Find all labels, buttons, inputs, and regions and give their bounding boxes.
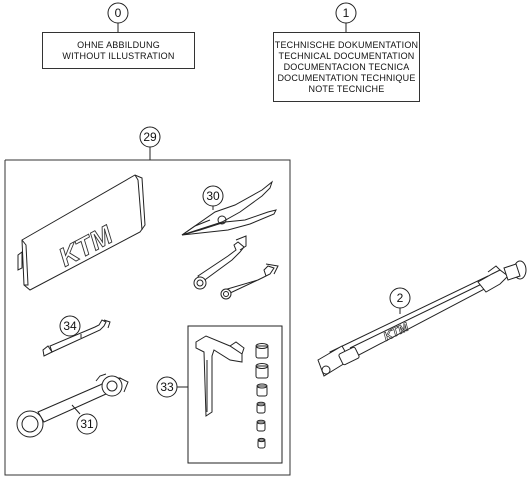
toolkit-frame bbox=[4, 147, 291, 476]
note-line: DOCUMENTATION TECHNIQUE bbox=[277, 72, 416, 83]
socket-4 bbox=[256, 401, 266, 414]
callout-30-number: 30 bbox=[206, 189, 220, 203]
callout-30[interactable]: 30 bbox=[202, 185, 224, 207]
callout-34-number: 34 bbox=[63, 319, 77, 333]
callout-0-number: 0 bbox=[115, 6, 122, 20]
note-box-technical-documentation: TECHNISCHE DOKUMENTATION TECHNICAL DOCUM… bbox=[273, 32, 420, 102]
callout-0[interactable]: 0 bbox=[107, 2, 129, 32]
tool-pouch: KTM bbox=[17, 174, 146, 291]
callout-2[interactable]: 2 bbox=[389, 287, 411, 309]
note-line: OHNE ABBILDUNG bbox=[77, 39, 160, 50]
socket-5 bbox=[256, 419, 266, 432]
t-handle-driver bbox=[195, 335, 245, 417]
note-line: TECHNISCHE DOKUMENTATION bbox=[274, 39, 419, 50]
suspension-pump: KTM bbox=[317, 260, 527, 377]
callout-31-number: 31 bbox=[80, 417, 94, 431]
combination-wrench-lower bbox=[220, 263, 279, 300]
callout-1-number: 1 bbox=[343, 6, 350, 20]
note-line: DOCUMENTACION TECNICA bbox=[283, 61, 410, 72]
note-line: WITHOUT ILLUSTRATION bbox=[62, 50, 175, 61]
note-box-without-illustration: OHNE ABBILDUNG WITHOUT ILLUSTRATION bbox=[42, 32, 195, 69]
callout-34[interactable]: 34 bbox=[59, 315, 81, 337]
note-line: TECHNICAL DOCUMENTATION bbox=[278, 50, 415, 61]
socket-6 bbox=[257, 437, 266, 449]
combination-wrench-upper bbox=[193, 235, 247, 290]
callout-29-number: 29 bbox=[143, 130, 157, 144]
pliers bbox=[181, 180, 277, 236]
socket-1 bbox=[255, 343, 269, 359]
callout-31[interactable]: 31 bbox=[76, 413, 98, 435]
callout-1[interactable]: 1 bbox=[335, 2, 357, 32]
socket-3 bbox=[256, 383, 268, 397]
callout-2-number: 2 bbox=[397, 291, 404, 305]
callout-33-number: 33 bbox=[160, 380, 174, 394]
callout-33[interactable]: 33 bbox=[156, 376, 178, 398]
ring-wrench bbox=[16, 373, 129, 438]
note-line: NOTE TECNICHE bbox=[308, 83, 385, 94]
socket-2 bbox=[255, 363, 269, 379]
callout-29[interactable]: 29 bbox=[139, 126, 161, 148]
open-end-wrench bbox=[42, 319, 111, 357]
